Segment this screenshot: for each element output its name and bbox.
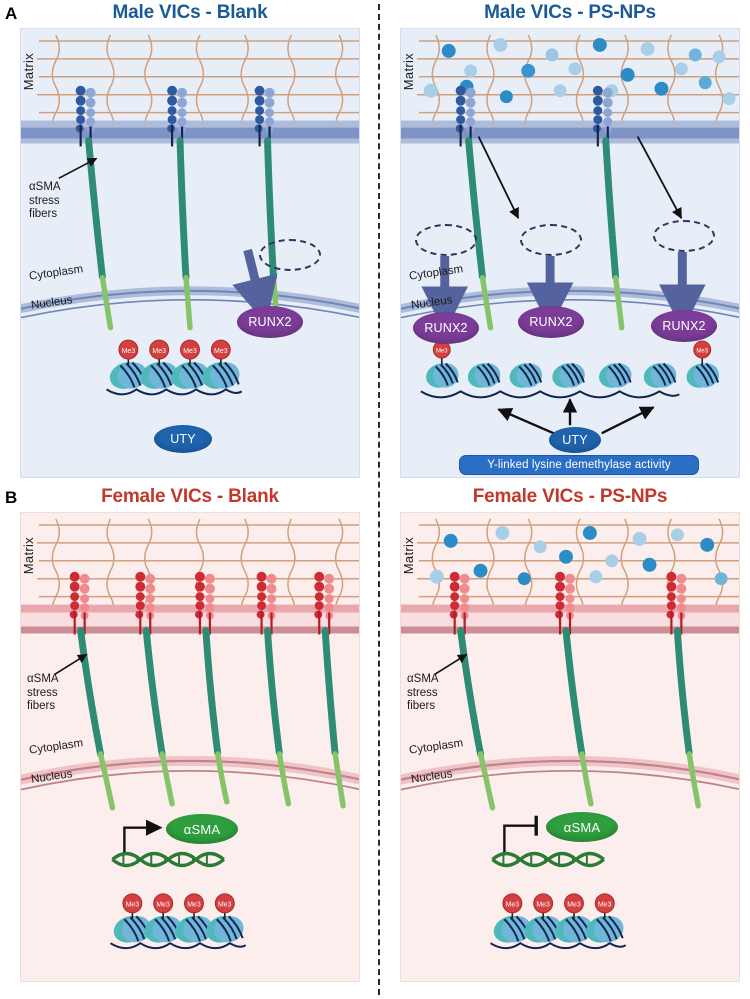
nucleus-label: Nucleus: [30, 768, 74, 786]
svg-text:Me3: Me3: [598, 902, 612, 909]
panel-letter-a: A: [5, 4, 18, 23]
nucleus-label: Nucleus: [410, 768, 454, 786]
svg-text:Me3: Me3: [152, 348, 166, 355]
stress-fiber-annotation: αSMA stress fibers: [407, 673, 439, 714]
fiber-annot-line-2: stress: [27, 686, 58, 699]
asma-gene-node: αSMA: [546, 812, 618, 842]
cell-diagram-b-right: Matrix: [400, 512, 740, 982]
svg-text:Me3: Me3: [436, 349, 448, 355]
panel-divider: [378, 4, 380, 995]
fiber-annot-line-1: αSMA: [407, 673, 439, 685]
cell-diagram-a-left: Matrix: [20, 28, 360, 478]
empty-nuclear-cargo-outline: [520, 224, 582, 256]
svg-text:Me3: Me3: [214, 348, 228, 355]
nucleus-label: Nucleus: [410, 294, 454, 312]
panel-letter-b: B: [5, 488, 18, 507]
stress-fiber-annotation: αSMA stress fibers: [27, 673, 59, 714]
panel-title-a-left: Male VICs - Blank: [112, 2, 268, 23]
cell-diagram-b-left: Matrix: [20, 512, 360, 982]
matrix-label: Matrix: [21, 53, 36, 91]
fiber-annot-line-3: fibers: [407, 700, 436, 713]
cytoplasm-label: Cytoplasm: [408, 737, 464, 757]
uty-node: UTY: [549, 427, 601, 453]
svg-text:Me3: Me3: [156, 902, 170, 909]
panel-title-a-right: Male VICs - PS-NPs: [484, 2, 656, 23]
fiber-annot-line-3: fibers: [29, 208, 58, 221]
panel-title-b-right: Female VICs - PS-NPs: [472, 486, 668, 507]
fiber-annot-line-2: stress: [29, 194, 60, 207]
empty-nuclear-cargo-outline: [415, 224, 477, 256]
svg-text:Me3: Me3: [187, 902, 201, 909]
svg-text:Me3: Me3: [506, 902, 520, 909]
nanoparticles: [429, 525, 728, 586]
runx2-node: RUNX2: [413, 312, 479, 344]
matrix-label: Matrix: [401, 537, 416, 575]
matrix-label: Matrix: [401, 53, 416, 91]
nucleus-label: Nucleus: [30, 294, 74, 312]
svg-text:Me3: Me3: [218, 902, 232, 909]
nanoparticles: [423, 37, 736, 106]
panel-title-b-left: Female VICs - Blank: [101, 486, 279, 507]
svg-text:Me3: Me3: [567, 902, 581, 909]
fiber-annot-line-2: stress: [407, 686, 438, 699]
runx2-node: RUNX2: [518, 306, 584, 338]
runx2-node: RUNX2: [651, 310, 717, 342]
demethylase-activity-banner: Y-linked lysine demethylase activity: [459, 455, 699, 475]
uty-node: UTY: [154, 425, 212, 453]
cytoplasm-label: Cytoplasm: [28, 263, 84, 283]
asma-gene-node: αSMA: [166, 814, 238, 844]
fiber-annot-line-3: fibers: [27, 700, 56, 713]
matrix-label: Matrix: [21, 537, 36, 575]
svg-text:Me3: Me3: [183, 348, 197, 355]
empty-nuclear-cargo-outline: [653, 220, 715, 252]
fiber-annot-line-1: αSMA: [29, 181, 61, 193]
svg-text:Me3: Me3: [126, 902, 140, 909]
fiber-annot-line-1: αSMA: [27, 673, 59, 685]
svg-text:Me3: Me3: [536, 902, 550, 909]
cytoplasm-label: Cytoplasm: [408, 263, 464, 283]
cytoplasm-label: Cytoplasm: [28, 737, 84, 757]
cell-diagram-a-right: Matrix: [400, 28, 740, 478]
runx2-node: RUNX2: [237, 306, 303, 338]
stress-fiber-annotation: αSMA stress fibers: [29, 181, 61, 222]
svg-text:Me3: Me3: [696, 349, 708, 355]
empty-nuclear-cargo-outline: [259, 239, 321, 271]
svg-text:Me3: Me3: [122, 348, 136, 355]
